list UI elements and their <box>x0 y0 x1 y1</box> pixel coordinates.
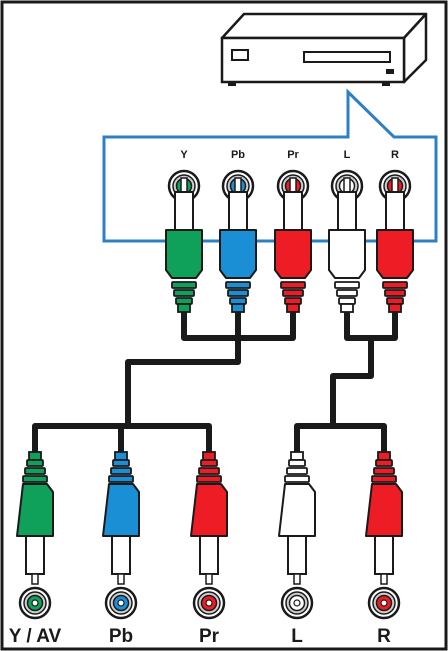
source-plugs <box>165 177 414 313</box>
source-plug-pb-icon <box>219 177 257 313</box>
tv-plug-pr-icon <box>190 451 228 585</box>
source-port-label-pb: Pb <box>231 149 245 161</box>
tv-jack-r-icon <box>367 586 401 620</box>
source-port-label-l: L <box>344 149 351 161</box>
cable-segment-7 <box>294 423 387 455</box>
cable-lines <box>32 309 398 455</box>
source-port-label-y: Y <box>180 149 188 161</box>
cable-segment-2 <box>125 309 241 429</box>
tv-port-label-l: L <box>291 626 303 647</box>
tv-port-label-r: R <box>377 626 391 647</box>
tv-plug-l-icon <box>278 451 316 585</box>
tv-port-label-y-av: Y / AV <box>9 626 62 647</box>
tv-jack-pr-icon <box>192 586 226 620</box>
source-plug-pr-icon <box>274 177 312 313</box>
source-port-label-pr: Pr <box>287 149 299 161</box>
tv-port-label-pr: Pr <box>199 626 220 647</box>
source-plug-l-icon <box>328 177 366 313</box>
tv-plug-pb-icon <box>102 451 140 585</box>
tv-jack-l-icon <box>280 586 314 620</box>
cable-segment-6 <box>330 335 374 429</box>
tv-jack-y-av-icon <box>18 586 52 620</box>
tv-port-label-pb: Pb <box>109 626 133 647</box>
tv-ports: Y / AV Pb Pr L R <box>9 586 401 647</box>
tv-plug-r-icon <box>365 451 403 585</box>
cable-segment-5 <box>344 309 398 341</box>
source-plug-y-icon <box>165 177 203 313</box>
tv-jack-pb-icon <box>104 586 138 620</box>
tv-plugs <box>16 451 403 585</box>
dvd-player-icon <box>220 12 428 86</box>
tv-plug-y-av-icon <box>16 451 54 585</box>
source-port-label-r: R <box>391 149 399 161</box>
source-plug-r-icon <box>376 177 414 313</box>
